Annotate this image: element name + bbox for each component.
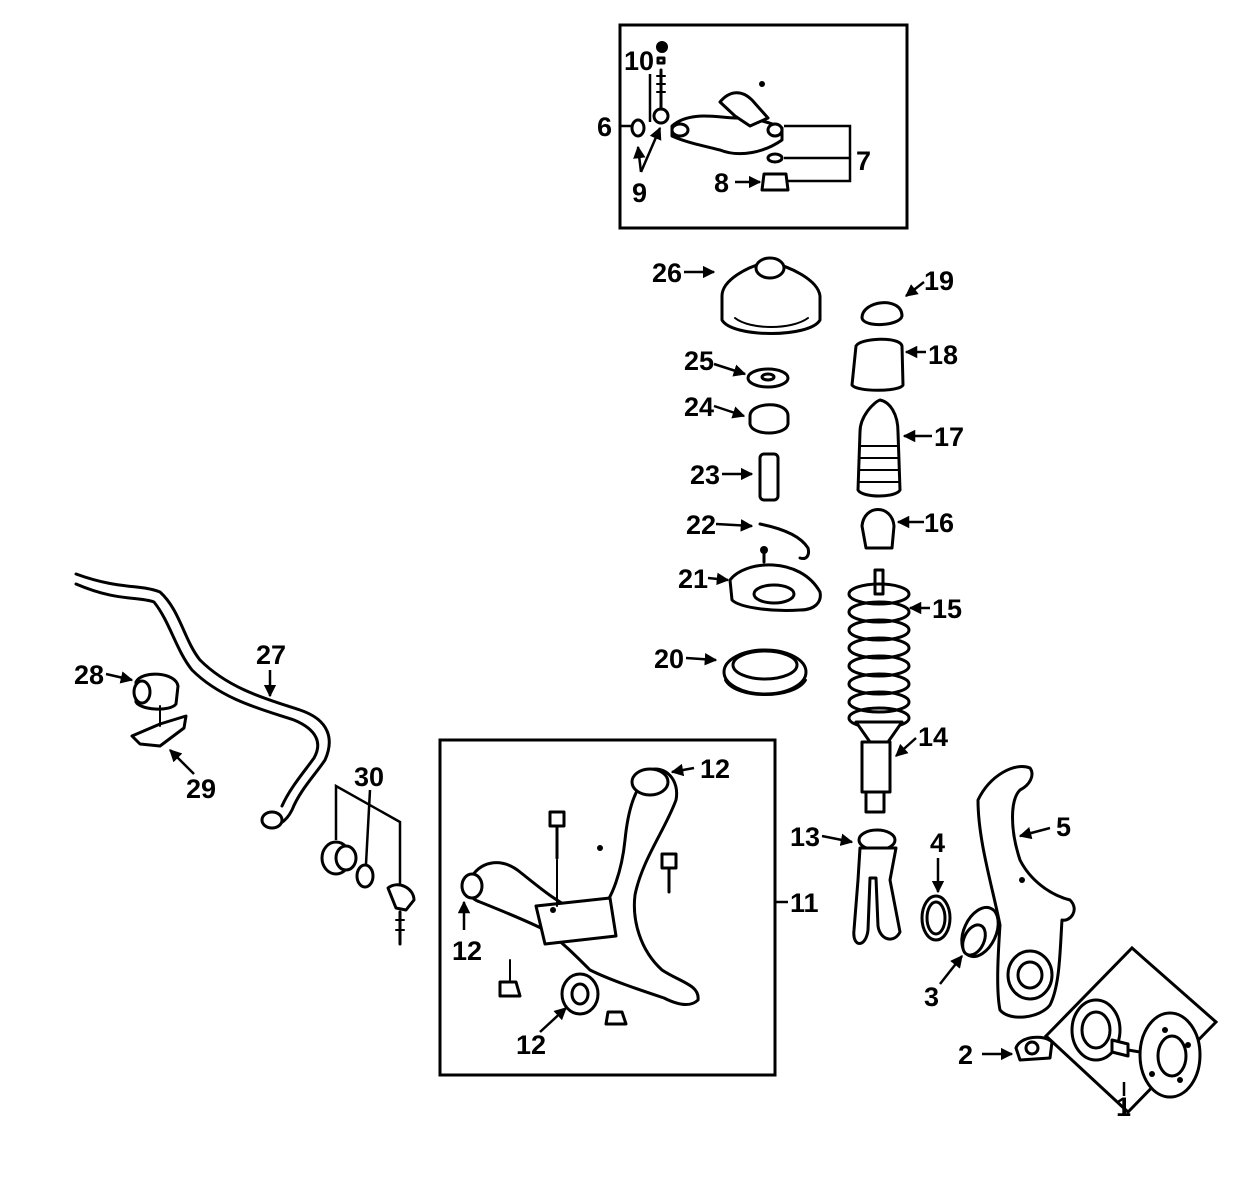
callout-12-left: 12 <box>452 936 482 966</box>
callout-4: 4 <box>930 828 945 858</box>
callout-6: 6 <box>597 112 612 142</box>
callout-23: 23 <box>690 460 720 490</box>
callout-17: 17 <box>934 422 964 452</box>
callout-25: 25 <box>684 346 714 376</box>
boot-17 <box>856 398 902 498</box>
arrow-19 <box>905 281 925 297</box>
callout-13: 13 <box>790 822 820 852</box>
arm-bolt <box>652 41 670 125</box>
arrow-24 <box>713 404 746 419</box>
callout-12-bottom: 12 <box>516 1030 546 1060</box>
lower-arm-bolt-right <box>660 852 678 894</box>
callout-16: 16 <box>924 508 954 538</box>
arrow-21 <box>707 572 730 586</box>
bracket-29 <box>130 705 188 748</box>
leader-arrows <box>105 265 1126 1096</box>
stabilizer-bar-27 <box>74 572 331 830</box>
callout-5: 5 <box>1056 812 1071 842</box>
coil-spring-15 <box>847 568 911 730</box>
hub-knuckle-group <box>920 765 1219 1115</box>
bushing-24 <box>748 403 790 435</box>
arrow-29 <box>169 749 195 775</box>
callout-20: 20 <box>654 644 684 674</box>
shock-absorber-14 <box>854 720 904 814</box>
leader-9b <box>639 126 662 173</box>
callout-15: 15 <box>932 594 962 624</box>
callout-24: 24 <box>684 392 714 422</box>
callout-18: 18 <box>928 340 958 370</box>
washer-25 <box>746 367 790 389</box>
callout-8: 8 <box>714 168 729 198</box>
callout-11: 11 <box>790 888 819 918</box>
insulator-20 <box>722 648 808 696</box>
lower-arm-bolt-left <box>548 810 566 860</box>
rear-bushing <box>560 972 600 1016</box>
spacer-23 <box>758 452 780 502</box>
callout-labels: 10 6 9 7 8 26 25 24 23 22 21 20 19 18 17… <box>74 46 1131 1122</box>
bumper-cap-19 <box>860 301 904 326</box>
hub-bearing-assembly-1 <box>1043 945 1219 1115</box>
seat-21 <box>728 546 822 612</box>
callout-7: 7 <box>856 146 871 176</box>
arrow-22 <box>715 519 754 532</box>
strut-mount-stack <box>720 256 822 696</box>
bracket-22 <box>758 522 810 560</box>
arrow-14 <box>895 737 917 757</box>
callout-2: 2 <box>958 1040 973 1070</box>
arrow-13 <box>821 833 854 846</box>
callout-26: 26 <box>652 258 682 288</box>
lower-arm-inset-frame <box>438 738 777 1077</box>
callout-21: 21 <box>678 564 708 594</box>
callout-29: 29 <box>186 774 216 804</box>
arm-washer <box>766 152 784 164</box>
arm-bushing <box>630 118 646 138</box>
callout-30: 30 <box>354 762 384 792</box>
callout-27: 27 <box>256 640 286 670</box>
arrow-20 <box>685 653 718 666</box>
arrow-25 <box>713 362 747 377</box>
callout-22: 22 <box>686 510 716 540</box>
callout-14: 14 <box>918 722 948 752</box>
lower-control-arm-11 <box>460 767 700 1006</box>
arrow-12a <box>670 763 695 777</box>
ball-joint-2 <box>1014 1035 1054 1062</box>
bushing-28 <box>132 672 180 711</box>
lower-arm-inset <box>438 738 777 1077</box>
lower-arm-nut-right <box>604 1010 628 1026</box>
upper-arm-inset <box>618 23 909 230</box>
arrow-28 <box>105 671 134 684</box>
steering-knuckle-5 <box>976 765 1076 1019</box>
leader-9a <box>633 145 646 173</box>
dust-cap-18 <box>850 337 905 392</box>
stabilizer-link-kit-30 <box>320 783 416 946</box>
callout-1: 1 <box>1116 1092 1131 1122</box>
callout-9: 9 <box>632 178 647 208</box>
strut-mount-26 <box>720 256 822 335</box>
arrow-12c <box>539 1007 567 1033</box>
arrow-5 <box>1018 826 1051 840</box>
bump-stop-16 <box>860 508 896 550</box>
leader-30b <box>364 789 372 865</box>
arm-nut <box>760 172 790 192</box>
callout-19: 19 <box>924 266 954 296</box>
bearing-3 <box>960 905 1000 959</box>
callout-3: 3 <box>924 982 939 1012</box>
arrow-3 <box>939 955 963 985</box>
callout-28: 28 <box>74 660 104 690</box>
callout-10: 10 <box>624 46 654 76</box>
leader-7a <box>784 124 852 183</box>
shock-stack <box>847 301 911 945</box>
callout-12-top: 12 <box>700 754 730 784</box>
lower-arm-nut-left <box>498 980 522 998</box>
upper-control-arm <box>670 81 784 156</box>
strut-fork-13 <box>852 828 902 945</box>
seal-4 <box>920 894 952 942</box>
